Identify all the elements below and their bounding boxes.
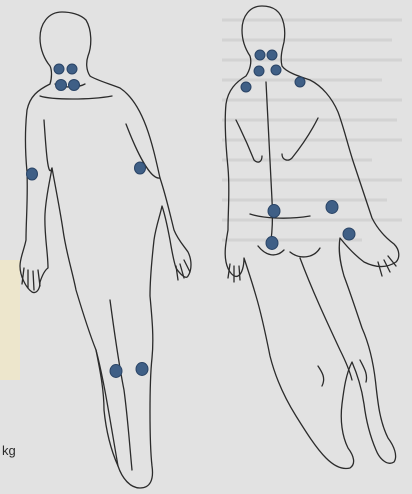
tender-point [241, 82, 251, 92]
front-shoulder-line [40, 96, 112, 99]
edge-letter: l [0, 420, 14, 436]
unit-label: kg [2, 443, 16, 458]
tender-point [343, 228, 355, 240]
back-hand-left-fingers [228, 264, 240, 282]
tender-point [255, 50, 265, 60]
tender-point [110, 365, 122, 378]
tender-point [135, 162, 146, 174]
edge-letter: r [0, 352, 14, 368]
back-spine [266, 82, 272, 246]
tender-point [295, 77, 305, 87]
tender-point [67, 64, 77, 74]
back-shoulder-blade-left [236, 120, 262, 162]
front-body-outline [20, 12, 191, 488]
tender-point [69, 80, 80, 91]
back-knee-left [318, 366, 324, 386]
front-view [20, 12, 191, 488]
back-view [225, 6, 399, 469]
back-knee-right [360, 360, 367, 382]
tender-point [266, 237, 278, 250]
tender-point [271, 65, 281, 75]
front-leg-split [110, 300, 132, 470]
tender-point [56, 80, 67, 91]
back-shoulder-blade-right [282, 118, 318, 160]
tender-point [136, 363, 148, 376]
tender-point [268, 205, 280, 218]
tender-point [267, 50, 277, 60]
tender-point [27, 168, 38, 180]
tender-point [254, 66, 264, 76]
front-hand-left-fingers [22, 268, 40, 290]
back-body-outline [225, 6, 399, 469]
tender-point [54, 64, 64, 74]
front-inner-arm-left [44, 120, 52, 171]
back-waist-line [250, 214, 310, 218]
tender-point [326, 201, 338, 214]
